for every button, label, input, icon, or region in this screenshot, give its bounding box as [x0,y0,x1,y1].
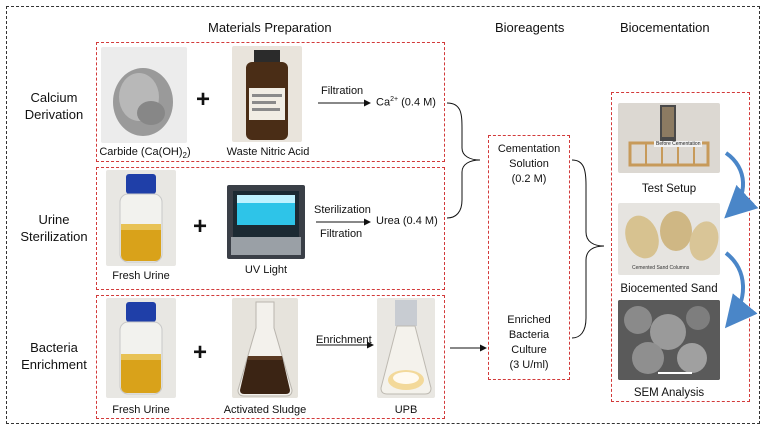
outer-frame [6,6,760,424]
enrichment-label: Enrichment [316,334,372,346]
plus-sign-1: + [196,86,211,113]
urea-product: Urea (0.4 M) [376,215,438,227]
biocemented-sand-photo: Cemented Sand Columns [618,203,720,275]
nitric-acid-caption: Waste Nitric Acid [226,146,310,158]
sterilization-label: Sterilization [314,204,371,216]
bacteria-box [96,295,445,419]
brace-right [571,159,605,339]
carbide-photo [101,47,187,143]
activated-sludge-photo [232,298,298,398]
sem-analysis-photo [618,300,720,380]
activated-sludge-caption: Activated Sludge [223,404,307,416]
sand-photo-text: Cemented Sand Columns [632,265,690,271]
calcium-box [96,42,445,162]
header-biocementation: Biocementation [620,20,710,35]
fresh-urine-caption-1: Fresh Urine [112,270,170,282]
urine-box [96,167,445,290]
uv-light-caption: UV Light [244,264,288,276]
plus-sign-3: + [193,339,208,366]
test-setup-caption: Test Setup [641,183,697,195]
fresh-urine-caption-2: Fresh Urine [112,404,170,416]
brace-left [446,102,481,219]
test-setup-photo-text: Before Cementation [654,141,703,147]
sem-analysis-caption: SEM Analysis [633,387,705,399]
biocementation-box [611,92,750,402]
filtration-label: Filtration [321,85,364,97]
fresh-urine-photo-2 [106,298,176,398]
biocemented-sand-caption: Biocemented Sand [620,283,718,295]
enriched-bacteria-label: Enriched Bacteria Culture (3 U/ml) [507,314,551,371]
fresh-urine-photo-1 [106,170,176,266]
calcium-product: Ca2+ (0.4 M) [376,96,436,109]
plus-sign-2: + [193,213,208,240]
header-materials: Materials Preparation [208,20,332,35]
filtration-label-2: Filtration [320,228,363,240]
reagents-box [488,135,570,380]
upb-photo [377,298,435,398]
blue-arrow-1 [724,151,759,219]
uv-light-photo [227,185,305,259]
test-setup-photo: Before Cementation [618,103,720,173]
carbide-caption: Carbide (Ca(OH)2) [99,146,191,161]
upb-caption: UPB [394,404,418,416]
blue-arrow-2 [724,251,758,329]
cementation-solution-label: Cementation Solution (0.2 M) [497,143,561,185]
nitric-acid-photo [232,46,302,142]
header-bioreagents: Bioreagents [495,20,565,35]
